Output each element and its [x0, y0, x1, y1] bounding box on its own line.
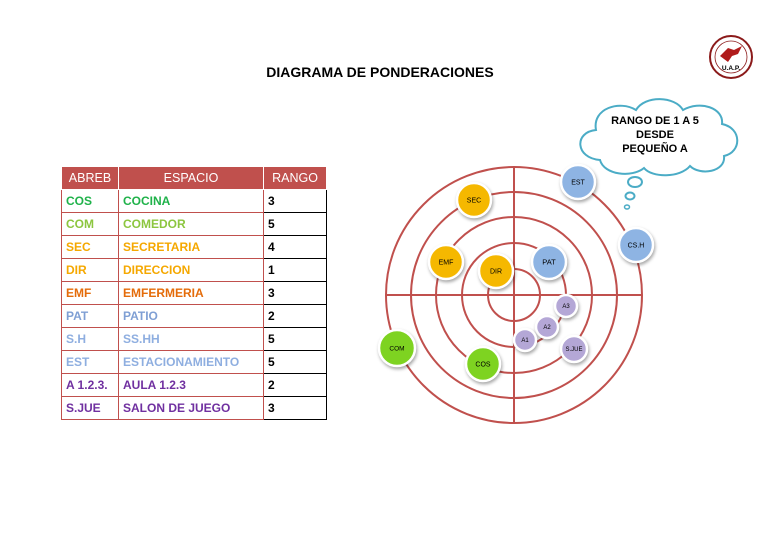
cell-espacio: DIRECCION — [118, 258, 264, 282]
node-s-jue: S.JUE — [559, 334, 589, 364]
cell-abrev: A 1.2.3. — [61, 373, 119, 397]
cell-rango: 4 — [263, 235, 327, 259]
cell-rango: 5 — [263, 212, 327, 236]
cell-abrev: COM — [61, 212, 119, 236]
node-a1: A1 — [512, 327, 538, 353]
node-circle — [464, 345, 502, 383]
cell-abrev: DIR — [61, 258, 119, 282]
node-circle — [377, 328, 417, 368]
node-circle — [530, 243, 568, 281]
target-rings — [385, 166, 643, 424]
node-est: EST — [559, 163, 597, 201]
node-circle — [477, 252, 515, 290]
cell-abrev: SEC — [61, 235, 119, 259]
cell-abrev: S.H — [61, 327, 119, 351]
cell-espacio: COCINA — [118, 189, 264, 213]
node-label: DIR — [490, 268, 502, 275]
node-label: EMF — [439, 259, 454, 266]
node-sec: SEC — [455, 181, 493, 219]
node-a2: A2 — [534, 314, 560, 340]
node-label: COM — [389, 345, 404, 352]
header-abreb: ABREB — [61, 166, 119, 190]
node-circle — [512, 327, 538, 353]
node-circle — [617, 226, 655, 264]
cell-rango: 5 — [263, 350, 327, 374]
cell-abrev: COS — [61, 189, 119, 213]
cell-espacio: SS.HH — [118, 327, 264, 351]
callout-line-3: PEQUEÑO A — [622, 142, 688, 155]
node-dir: DIR — [477, 252, 515, 290]
node-cs-h: CS.H — [617, 226, 655, 264]
node-label: A2 — [543, 325, 551, 331]
cell-abrev: EST — [61, 350, 119, 374]
node-circle — [559, 334, 589, 364]
node-label: EST — [571, 179, 585, 186]
cell-espacio: EMFERMERIA — [118, 281, 264, 305]
cloud-bubble-2 — [624, 191, 636, 201]
cell-espacio: SALON DE JUEGO — [118, 396, 264, 420]
node-label: SEC — [467, 197, 481, 204]
header-rango: RANGO — [263, 166, 327, 190]
node-label: A3 — [562, 304, 570, 310]
node-label: CS.H — [628, 242, 645, 249]
cell-espacio: ESTACIONAMIENTO — [118, 350, 264, 374]
cell-rango: 3 — [263, 189, 327, 213]
cell-rango: 2 — [263, 373, 327, 397]
page-title: DIAGRAMA DE PONDERACIONES — [266, 64, 494, 80]
callout-line-2: DESDE — [636, 129, 674, 141]
cell-rango: 3 — [263, 281, 327, 305]
cell-rango: 3 — [263, 396, 327, 420]
cloud-shape — [579, 98, 739, 177]
node-label: A1 — [521, 338, 529, 344]
node-emf: EMF — [427, 243, 465, 281]
cloud-bubble-1 — [627, 176, 643, 188]
node-circle — [559, 163, 597, 201]
callout-line-1: RANGO DE 1 A 5 — [611, 115, 699, 127]
node-circle — [534, 314, 560, 340]
node-pat: PAT — [530, 243, 568, 281]
logo-text: U.A.P. — [722, 65, 740, 72]
uap-seal-icon: U.A.P. — [709, 35, 753, 79]
node-cos: COS — [464, 345, 502, 383]
node-circle — [553, 293, 579, 319]
node-circle — [455, 181, 493, 219]
cell-rango: 5 — [263, 327, 327, 351]
callout-cloud: RANGO DE 1 A 5 DESDE PEQUEÑO A — [579, 98, 739, 210]
cell-abrev: S.JUE — [61, 396, 119, 420]
node-label: COS — [475, 361, 491, 368]
cell-espacio: COMEDOR — [118, 212, 264, 236]
node-com: COM — [377, 328, 417, 368]
node-circle — [427, 243, 465, 281]
node-label: PAT — [542, 258, 556, 267]
node-label: S.JUE — [565, 347, 582, 353]
node-a3: A3 — [553, 293, 579, 319]
cell-rango: 1 — [263, 258, 327, 282]
cloud-bubble-3 — [623, 204, 631, 210]
